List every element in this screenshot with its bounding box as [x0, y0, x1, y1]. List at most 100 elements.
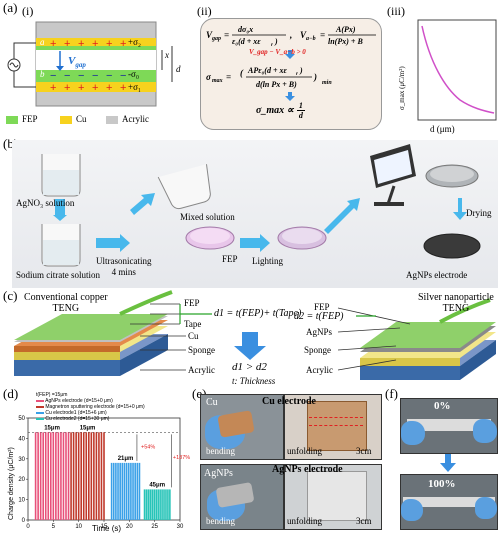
agnps-title: AgNPs electrode	[272, 464, 343, 475]
proportional-prefix: σ_max ∝	[256, 105, 294, 116]
y-tick-label: 40	[18, 436, 25, 442]
agnps-electrode	[423, 233, 481, 259]
x-tick-label: 25	[151, 524, 158, 530]
svg-text:dσ₀x: dσ₀x	[238, 25, 253, 34]
v-gap-sub: gap	[75, 61, 86, 70]
bar-label: 21μm	[118, 456, 134, 462]
legend-fep: FEP	[22, 114, 38, 124]
panel-label-f: (f)	[385, 386, 398, 401]
chart-ylabel: Charge density (μC/m²)	[8, 447, 15, 520]
legend-item: Cu electrode2 (d=15+30 μm)	[36, 416, 145, 422]
y-tick-label: 50	[18, 416, 25, 422]
svg-text:ln(Px) + B: ln(Px) + B	[328, 37, 363, 46]
svg-text:+: +	[78, 38, 84, 50]
charge-sigma2: +σ₂	[128, 37, 142, 47]
svg-text:+: +	[106, 82, 112, 94]
svg-text:V: V	[206, 30, 213, 40]
svg-text:a−b: a−b	[306, 36, 316, 42]
svg-text:+: +	[64, 82, 70, 94]
photo-cu-unfolding	[284, 394, 382, 460]
photo-stretch-0	[400, 398, 498, 454]
equation-box	[200, 18, 382, 130]
svg-text:=: =	[320, 30, 325, 40]
y-tick-label: 0	[22, 518, 26, 524]
svg-text:gap: gap	[211, 36, 221, 42]
panel-label-d: (d)	[3, 386, 19, 401]
agnps-electrode-label: AgNPs electrode	[406, 270, 468, 280]
panel-label-a: (a)	[3, 0, 18, 15]
svg-text:−: −	[106, 70, 112, 82]
left-layer-tape: Tape	[184, 319, 202, 329]
y-tick-label: 20	[18, 477, 25, 483]
svg-text:+: +	[64, 38, 70, 50]
svg-text:): )	[299, 66, 303, 75]
svg-text:,: ,	[289, 30, 292, 40]
stretch-0-label: 0%	[434, 400, 451, 412]
a-iii-ylabel: σ_max (μC/m²)	[398, 66, 406, 110]
legend-cu: Cu	[76, 114, 87, 124]
right-layer-acrylic: Acrylic	[306, 365, 333, 375]
svg-text:+: +	[106, 38, 112, 50]
chart-legend: t(FEP) =15μm AgNPs electrode (d=15+0 μm)…	[36, 392, 145, 422]
lighting-label: Lighting	[252, 256, 283, 266]
x-tick-label: 0	[26, 524, 30, 530]
svg-text:APε₀(d + xε: APε₀(d + xε	[247, 66, 288, 75]
x-label: x	[165, 50, 169, 60]
eq-compare: d1 > d2	[232, 361, 267, 373]
left-layer-fep: FEP	[184, 298, 200, 308]
legend-acrylic: Acrylic	[122, 114, 149, 124]
y-tick-label: 10	[18, 498, 25, 504]
svg-text:−: −	[50, 70, 56, 82]
bar-label: 15μm	[44, 425, 60, 431]
beaker-sodium	[41, 224, 81, 267]
eq-d1: d1 = t(FEP)+ t(Tape)	[214, 308, 302, 319]
x-tick-label: 20	[126, 524, 133, 530]
beaker-mixed	[157, 164, 211, 210]
cu-label: Cu	[206, 397, 218, 408]
scale-label-1: 3cm	[356, 446, 372, 456]
right-layer-fep: FEP	[314, 302, 330, 312]
x-tick-label: 10	[75, 524, 82, 530]
ultrasonic-label: Ultrasonicating 4 mins	[96, 256, 152, 277]
lamp	[370, 144, 416, 206]
svg-text:(: (	[240, 68, 244, 78]
label-a: a	[40, 37, 45, 47]
panel-label-a-iii: (iii)	[387, 4, 405, 18]
photo-stretch-100	[400, 474, 498, 530]
left-layer-cu: Cu	[188, 331, 199, 341]
svg-text:r: r	[296, 72, 298, 77]
beaker-agno3	[41, 154, 81, 197]
v-gap-label: Vgap	[68, 55, 86, 69]
proportional-result: σ_max ∝ 1 d	[256, 101, 305, 120]
panel-label-a-ii: (ii)	[197, 4, 212, 18]
bending-label-2: bending	[206, 516, 235, 526]
y-tick-label: 30	[18, 457, 25, 463]
svg-text:+: +	[120, 82, 126, 94]
fep-label: FEP	[222, 254, 238, 264]
silver-title: Silver nanoparticle TENG	[418, 292, 494, 314]
svg-text:=: =	[226, 72, 231, 82]
conventional-title: Conventional copper TENG	[24, 292, 108, 314]
stretch-100-label: 100%	[428, 478, 456, 490]
cu-title: Cu electrode	[262, 396, 316, 407]
legend-title: t(FEP) =15μm	[36, 392, 68, 398]
thickness-note: t: Thickness	[232, 376, 276, 386]
unfolding-label-1: unfolding	[287, 446, 322, 456]
svg-text:+: +	[92, 38, 98, 50]
svg-text:=: =	[224, 30, 229, 40]
label-b: b	[40, 69, 45, 79]
pct-label: +187%	[173, 455, 190, 461]
sigma-curve	[421, 25, 495, 114]
agnps-label: AgNPs	[204, 468, 233, 479]
svg-text:V: V	[300, 30, 307, 40]
svg-text:+: +	[50, 38, 56, 50]
conventional-stack	[14, 290, 173, 376]
bar-label: 15μm	[80, 425, 96, 431]
pct-label: +54%	[141, 445, 155, 451]
svg-text:max: max	[212, 78, 223, 84]
drying-label: Drying	[466, 208, 492, 218]
bending-label-1: bending	[206, 446, 235, 456]
svg-text:): )	[313, 72, 317, 82]
x-tick-label: 15	[101, 524, 108, 530]
